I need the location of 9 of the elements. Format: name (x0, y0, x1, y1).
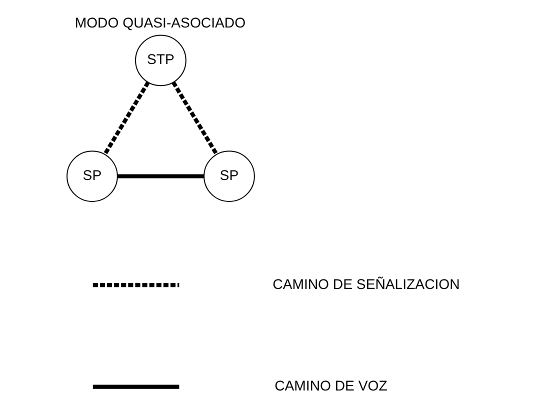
legend-label: CAMINO DE VOZ (274, 378, 388, 394)
connector (103, 81, 150, 156)
connector (118, 174, 204, 178)
node-circle: STP (135, 34, 186, 86)
legend-label: CAMINO DE SEÑALIZACION (272, 276, 460, 292)
node-circle: SP (204, 150, 255, 202)
node-circle: SP (66, 150, 118, 202)
connector (172, 81, 218, 156)
diagram-title: MODO QUASI-ASOCIADO (74, 14, 246, 30)
